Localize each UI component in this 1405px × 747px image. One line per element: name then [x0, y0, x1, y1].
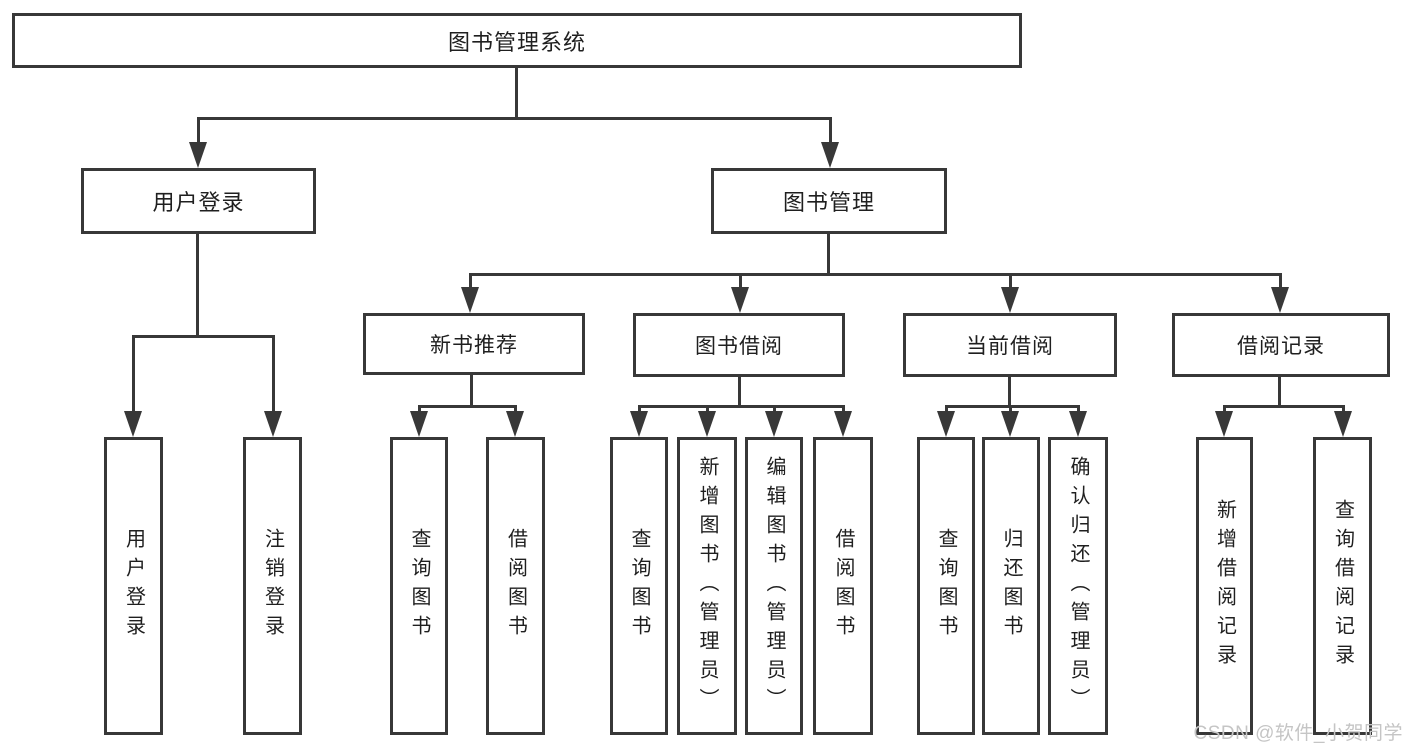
node-library-system-label: 图书管理系统 [447, 29, 586, 55]
arrowhead-down-icon [124, 411, 142, 437]
arrowhead-down-icon [698, 411, 716, 437]
leaf-confirm-return-admin: 确认归还（管理员） [1048, 437, 1108, 735]
connector-arrow-query-books-3 [937, 405, 955, 437]
node-current-borrow: 当前借阅 [903, 313, 1117, 377]
arrowhead-down-icon [506, 411, 524, 437]
connector-user-login-stem [196, 234, 199, 335]
node-user-login: 用户登录 [81, 168, 316, 234]
connector-arrow-confirm-return [1069, 405, 1087, 437]
leaf-query-books-1-label: 查询图书 [408, 528, 430, 644]
leaf-borrow-books-2: 借阅图书 [813, 437, 873, 735]
connector-arrow-borrow-books-1 [506, 405, 524, 437]
node-book-management-label: 图书管理 [782, 190, 875, 215]
leaf-logout: 注销登录 [243, 437, 302, 735]
connector-arrow-borrow-records [1271, 273, 1289, 313]
node-current-borrow-label: 当前借阅 [966, 335, 1054, 358]
connector-level2-bar [197, 117, 832, 120]
leaf-edit-book-admin: 编辑图书（管理员） [745, 437, 803, 735]
leaf-logout-label: 注销登录 [261, 528, 284, 644]
connector-arrow-book-borrow [731, 273, 749, 313]
connector-arrow-return-book [1001, 405, 1019, 437]
connector-arrow-user-login [189, 117, 207, 168]
node-new-book-recommend-label: 新书推荐 [430, 334, 518, 357]
leaf-user-login: 用户登录 [104, 437, 163, 735]
leaf-add-borrow-record: 新增借阅记录 [1196, 437, 1253, 735]
arrowhead-down-icon [834, 411, 852, 437]
leaf-edit-book-admin-label: 编辑图书（管理员） [763, 455, 785, 717]
arrowhead-down-icon [1334, 411, 1352, 437]
leaf-add-book-admin-label: 新增图书（管理员） [696, 455, 718, 717]
leaf-user-login-label: 用户登录 [122, 528, 145, 644]
connector-arrow-book-management [821, 117, 839, 168]
arrowhead-down-icon [410, 411, 428, 437]
leaf-borrow-books-1: 借阅图书 [486, 437, 545, 735]
connector-root-stem [515, 68, 518, 117]
node-borrow-records: 借阅记录 [1172, 313, 1390, 377]
leaf-query-borrow-record-label: 查询借阅记录 [1331, 499, 1354, 673]
connector-book-borrow-stem [738, 377, 741, 405]
connector-arrow-new-book [461, 273, 479, 313]
leaf-return-book-label: 归还图书 [1000, 528, 1022, 644]
arrowhead-down-icon [937, 411, 955, 437]
connector-arrow-query-books-2 [630, 405, 648, 437]
arrowhead-down-icon [189, 142, 207, 168]
arrowhead-down-icon [630, 411, 648, 437]
node-borrow-records-label: 借阅记录 [1237, 335, 1325, 358]
connector-arrow-add-book [698, 405, 716, 437]
arrowhead-down-icon [1001, 287, 1019, 313]
arrowhead-down-icon [1215, 411, 1233, 437]
node-book-borrow: 图书借阅 [633, 313, 845, 377]
connector-current-borrow-stem [1008, 377, 1011, 405]
connector-borrow-records-stem [1278, 377, 1281, 405]
node-book-management: 图书管理 [711, 168, 947, 234]
arrowhead-down-icon [264, 411, 282, 437]
arrowhead-down-icon [731, 287, 749, 313]
leaf-query-books-3-label: 查询图书 [935, 528, 957, 644]
leaf-return-book: 归还图书 [982, 437, 1040, 735]
connector-user-login-bar [132, 335, 274, 338]
connector-arrow-borrow-books-2 [834, 405, 852, 437]
connector-borrow-records-bar [1223, 405, 1345, 408]
leaf-confirm-return-admin-label: 确认归还（管理员） [1067, 455, 1089, 717]
connector-arrow-query-record [1334, 405, 1352, 437]
arrowhead-down-icon [765, 411, 783, 437]
leaf-add-borrow-record-label: 新增借阅记录 [1213, 499, 1236, 673]
connector-level3-bar [469, 273, 1282, 276]
leaf-borrow-books-2-label: 借阅图书 [832, 528, 854, 644]
leaf-query-books-1: 查询图书 [390, 437, 448, 735]
connector-arrow-logout-leaf [264, 335, 282, 437]
connector-arrow-current-borrow [1001, 273, 1019, 313]
leaf-query-borrow-record: 查询借阅记录 [1313, 437, 1372, 735]
connector-current-borrow-bar [945, 405, 1080, 408]
arrowhead-down-icon [461, 287, 479, 313]
arrowhead-down-icon [1271, 287, 1289, 313]
node-library-system: 图书管理系统 [12, 13, 1022, 68]
arrowhead-down-icon [1069, 411, 1087, 437]
connector-book-borrow-bar [638, 405, 845, 408]
connector-arrow-edit-book [765, 405, 783, 437]
node-book-borrow-label: 图书借阅 [695, 335, 783, 358]
connector-new-book-bar [418, 405, 517, 408]
leaf-query-books-2: 查询图书 [610, 437, 668, 735]
leaf-query-books-3: 查询图书 [917, 437, 975, 735]
csdn-watermark: CSDN @软件_小贺同学 [1193, 723, 1403, 744]
arrowhead-down-icon [821, 142, 839, 168]
leaf-query-books-2-label: 查询图书 [628, 528, 650, 644]
connector-arrow-login-leaf [124, 335, 142, 437]
node-user-login-label: 用户登录 [152, 190, 245, 215]
connector-arrow-query-books-1 [410, 405, 428, 437]
leaf-add-book-admin: 新增图书（管理员） [677, 437, 737, 735]
node-new-book-recommend: 新书推荐 [363, 313, 585, 375]
connector-arrow-add-record [1215, 405, 1233, 437]
arrowhead-down-icon [1001, 411, 1019, 437]
leaf-borrow-books-1-label: 借阅图书 [504, 528, 527, 644]
connector-book-management-stem [827, 234, 830, 273]
connector-new-book-stem [470, 375, 473, 405]
